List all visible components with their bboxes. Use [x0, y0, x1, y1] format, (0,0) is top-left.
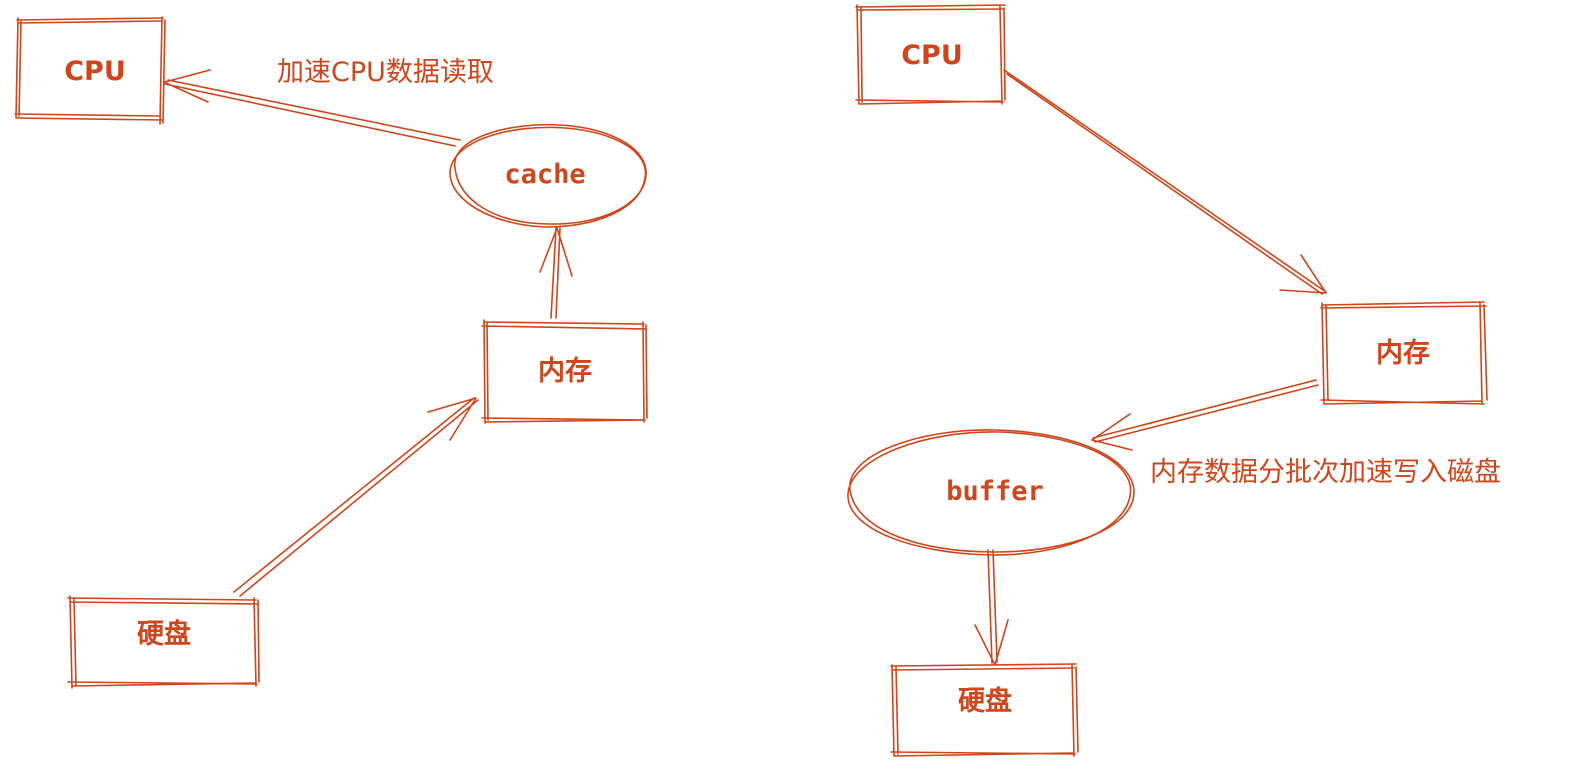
right-arrow-buffer-to-disk [974, 549, 1009, 666]
right-cpu-node: CPU [855, 4, 1006, 105]
left-cache-label: cache [504, 159, 585, 190]
right-arrow-cpu-to-memory [1003, 69, 1327, 295]
right-disk-node: 硬盘 [890, 663, 1079, 757]
right-buffer-node: buffer [847, 429, 1135, 556]
left-disk-node: 硬盘 [67, 595, 260, 689]
right-note: 内存数据分批次加速写入磁盘 [1150, 457, 1501, 488]
left-disk-label: 硬盘 [137, 618, 191, 650]
left-note: 加速CPU数据读取 [277, 57, 494, 88]
right-disk-label: 硬盘 [958, 685, 1012, 717]
left-arrow-disk-to-memory [233, 397, 479, 597]
right-arrow-memory-to-buffer [1091, 379, 1319, 451]
left-arrow-memory-to-cache [539, 227, 573, 319]
left-cache-node: cache [449, 123, 647, 228]
left-arrow-cache-to-cpu [164, 69, 461, 147]
right-buffer-label: buffer [946, 476, 1044, 507]
left-cache-diagram: CPU cache 内存 硬盘 加速CPU数据读取 [14, 16, 648, 689]
right-buffer-diagram: CPU 内存 buffer 硬盘 内存数据分批次加速写入磁盘 [847, 4, 1501, 757]
left-cpu-node: CPU [14, 16, 166, 125]
left-memory-node: 内存 [481, 319, 648, 424]
right-cpu-label: CPU [901, 40, 963, 71]
right-memory-node: 内存 [1320, 301, 1488, 405]
left-memory-label: 内存 [538, 356, 592, 387]
right-memory-label: 内存 [1376, 338, 1430, 369]
left-cpu-label: CPU [64, 56, 126, 87]
